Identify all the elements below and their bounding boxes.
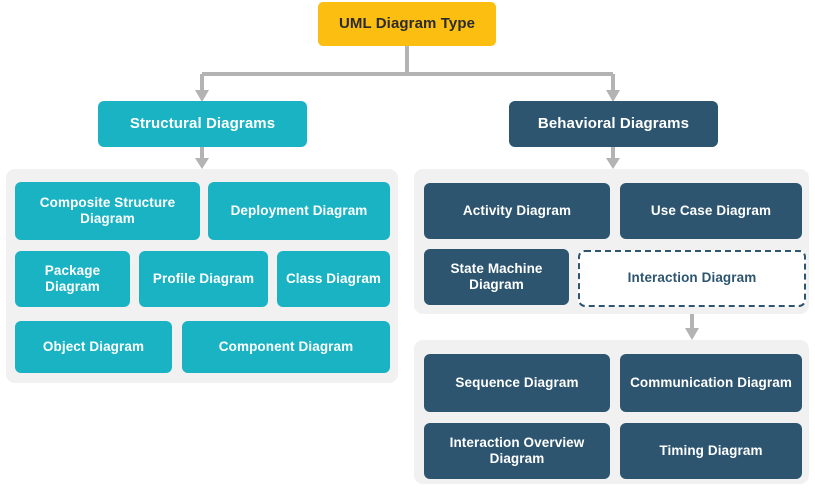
node-label: UML Diagram Type	[338, 14, 476, 32]
node-label: Interaction Diagram	[627, 270, 757, 286]
node-sequence-diagram[interactable]: Sequence Diagram	[424, 354, 610, 412]
node-timing-diagram[interactable]: Timing Diagram	[620, 423, 802, 479]
node-label: State Machine Diagram	[450, 260, 543, 292]
node-communication-diagram[interactable]: Communication Diagram	[620, 354, 802, 412]
node-label: Sequence Diagram	[455, 374, 579, 390]
node-label: Communication Diagram	[630, 374, 792, 390]
node-label: Package Diagram	[44, 262, 101, 294]
node-label: Component Diagram	[218, 338, 354, 354]
node-use-case-diagram[interactable]: Use Case Diagram	[620, 183, 802, 239]
node-label: Object Diagram	[42, 338, 145, 354]
node-label: Class Diagram	[285, 270, 382, 286]
node-profile-diagram[interactable]: Profile Diagram	[139, 251, 268, 307]
node-label: Interaction Overview Diagram	[449, 434, 585, 466]
node-class-diagram[interactable]: Class Diagram	[277, 251, 390, 307]
node-label: Profile Diagram	[152, 270, 255, 286]
node-behavioral-diagrams[interactable]: Behavioral Diagrams	[509, 101, 718, 147]
node-deployment-diagram[interactable]: Deployment Diagram	[208, 182, 390, 240]
node-label: Deployment Diagram	[230, 202, 368, 218]
node-interaction-overview-diagram[interactable]: Interaction Overview Diagram	[424, 423, 610, 479]
node-label: Timing Diagram	[659, 442, 763, 458]
node-label: Behavioral Diagrams	[537, 114, 690, 132]
node-composite-structure-diagram[interactable]: Composite Structure Diagram	[15, 182, 200, 240]
node-label: Composite Structure Diagram	[39, 194, 176, 226]
node-label: Activity Diagram	[462, 202, 572, 218]
node-label: Use Case Diagram	[650, 202, 772, 218]
node-state-machine-diagram[interactable]: State Machine Diagram	[424, 249, 569, 305]
node-uml-diagram-type[interactable]: UML Diagram Type	[318, 2, 496, 46]
node-component-diagram[interactable]: Component Diagram	[182, 321, 390, 373]
node-package-diagram[interactable]: Package Diagram	[15, 251, 130, 307]
node-label: Structural Diagrams	[129, 114, 276, 132]
node-structural-diagrams[interactable]: Structural Diagrams	[98, 101, 307, 147]
node-activity-diagram[interactable]: Activity Diagram	[424, 183, 610, 239]
node-interaction-diagram[interactable]: Interaction Diagram	[578, 250, 806, 307]
node-object-diagram[interactable]: Object Diagram	[15, 321, 172, 373]
